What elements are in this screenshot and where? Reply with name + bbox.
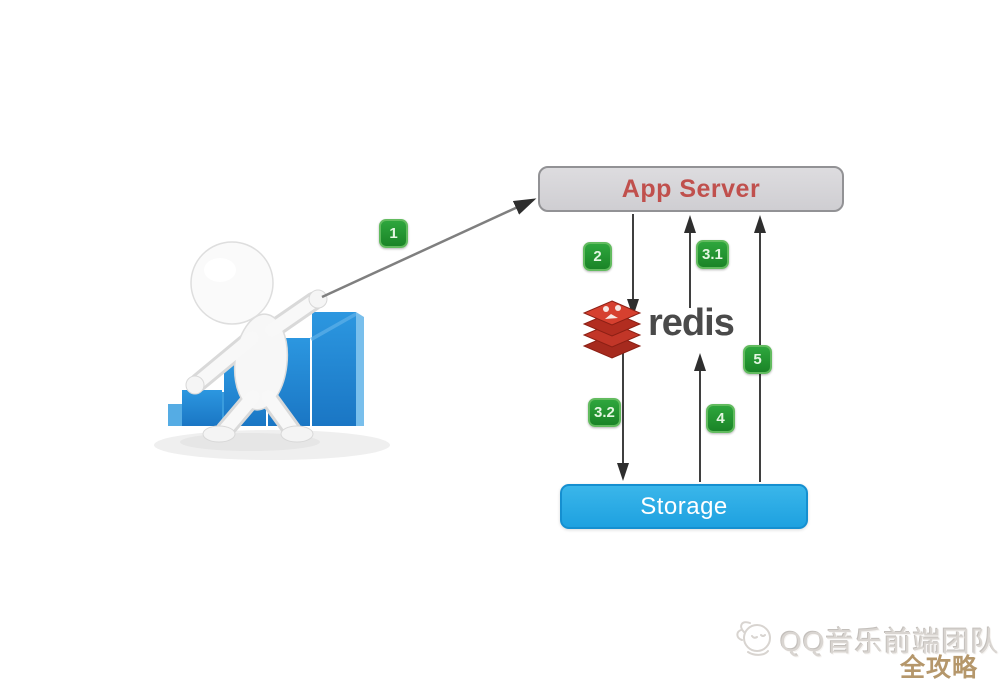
step-badge-3-1: 3.1	[696, 240, 729, 269]
step-badge-1: 1	[379, 219, 408, 248]
figure-illustration	[185, 241, 328, 443]
watermark-overlay-label: 全攻略	[900, 654, 979, 680]
app-server-label: App Server	[621, 174, 761, 203]
watermark: QQ音乐前端团队 全攻略	[728, 608, 999, 680]
watermark-team-name: QQ音乐前端团队	[780, 626, 999, 657]
ground-shadow	[154, 430, 390, 460]
storage-label: Storage	[640, 492, 728, 520]
arrow-1-client-to-appserver	[321, 198, 537, 299]
step-badge-4: 4	[706, 404, 735, 433]
redis-stack-icon	[582, 300, 642, 359]
storage-node: Storage	[560, 484, 808, 529]
step-badge-5: 5	[743, 345, 772, 374]
step-badge-2: 2	[583, 242, 612, 271]
redis-label: redis	[648, 302, 735, 344]
step-badge-3-2: 3.2	[588, 398, 621, 427]
redis-node: redis	[582, 300, 735, 362]
bird-sketch-icon	[736, 621, 771, 656]
flow-arrows	[321, 198, 766, 482]
app-server-node: App Server	[538, 166, 844, 212]
